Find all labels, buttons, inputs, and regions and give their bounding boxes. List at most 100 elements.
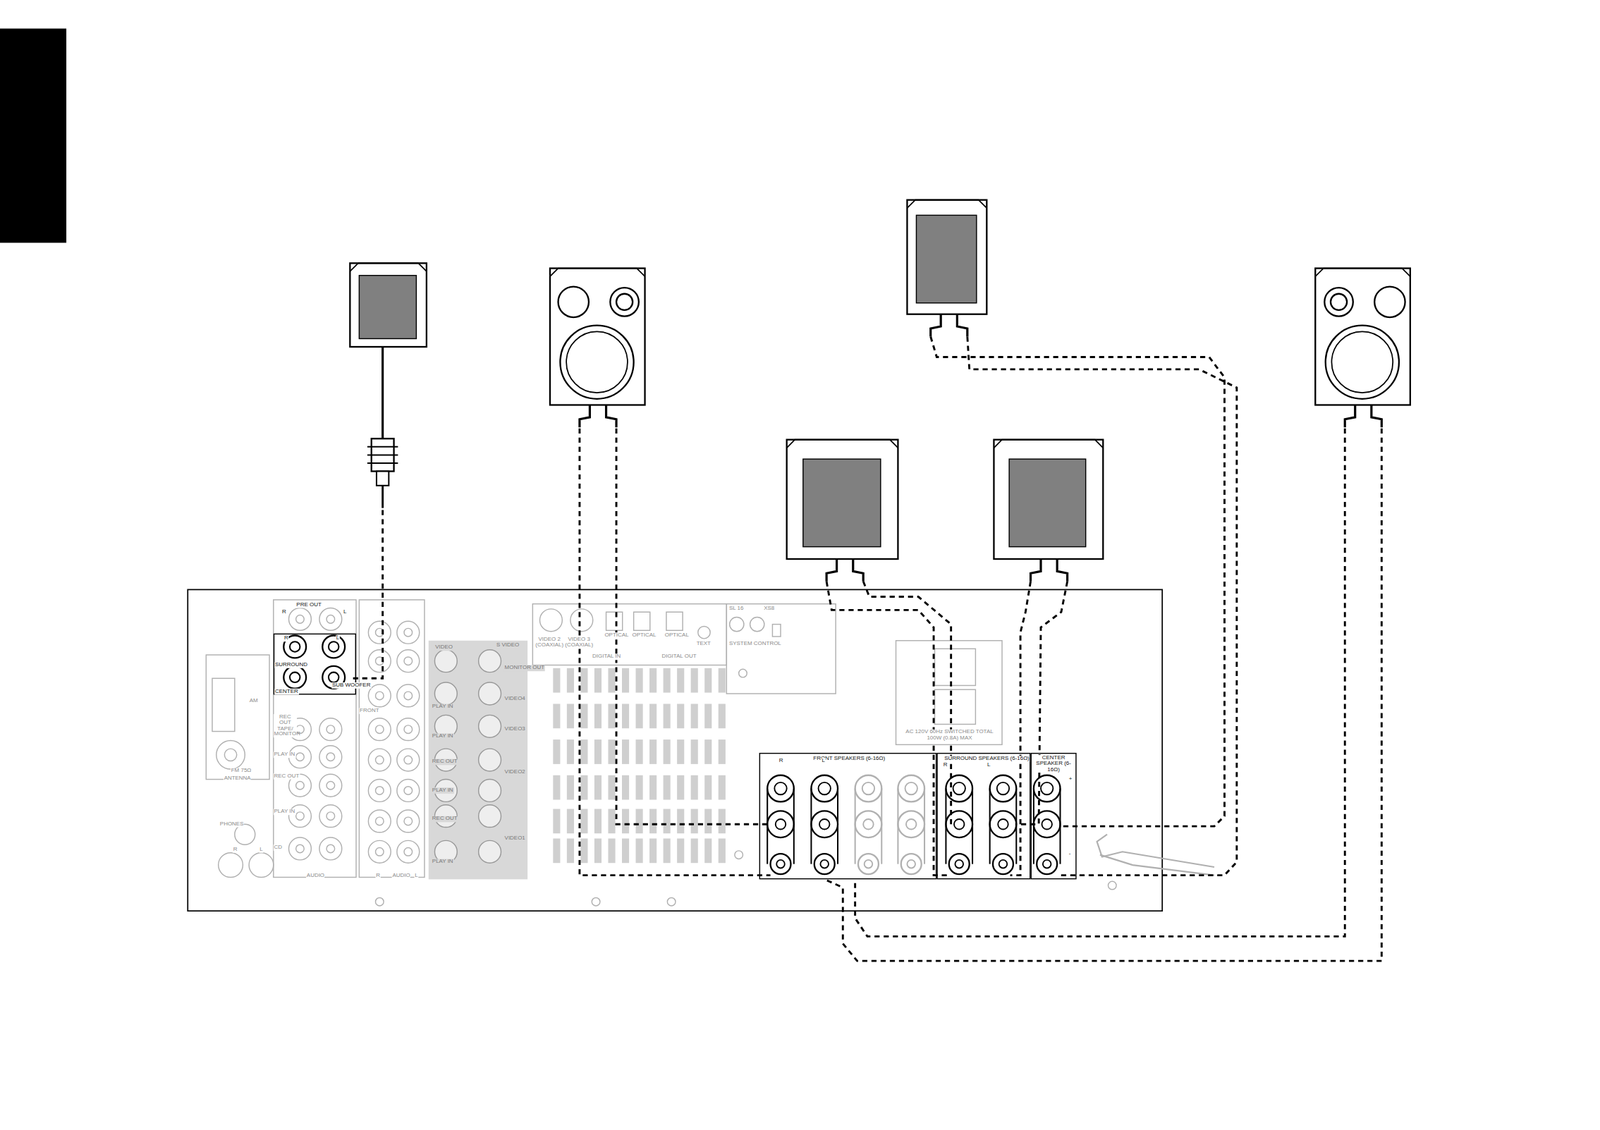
vent-slot [566,838,574,864]
screw [734,851,744,860]
subwoofer-cable [381,346,384,439]
vent-slot [718,668,726,694]
pre-out-core [328,641,339,652]
rca-core [326,812,335,821]
vent-slot [704,809,712,835]
rca-jack [397,810,420,833]
terminal-side [793,789,795,865]
terminal-base [858,853,879,875]
terminal-label: CENTER [274,688,299,695]
rca-jack [319,746,343,769]
vent-slot [649,739,657,765]
control-jack [750,617,765,632]
surround-grille [1009,459,1086,547]
panel-label: ANTENNA [223,775,252,782]
s-video-jack [478,715,502,738]
terminal-nut [1033,810,1061,838]
panel-label: DIGITAL OUT [661,654,698,661]
vent-slot [649,703,657,729]
terminal-hole [1040,782,1053,795]
panel-label: OPTICAL [631,632,658,639]
rca-jack [289,837,312,861]
speaker-lead [1030,559,1041,582]
rca-jack [289,607,312,631]
speaker-wire [855,428,1346,938]
rca-jack [397,779,420,803]
s-video-jack [478,748,502,772]
vent-slot [621,703,629,729]
surround-speaker [993,440,1103,560]
terminal-base [814,853,835,875]
panel-label: AC 120V 60Hz SWITCHED TOTAL 100W (0.8A) … [901,729,998,742]
panel-label: S VIDEO [495,643,520,649]
speaker-lead [826,559,837,582]
woofer-cone [1331,331,1393,393]
vent-slot [704,668,712,694]
terminal-side [810,789,812,865]
rca-jack [397,748,420,772]
s-video-jack [478,805,502,828]
vent-slot [552,838,560,864]
panel-label: AUDIO [392,873,412,880]
vent-slot [621,775,629,801]
plug-pin [381,485,384,509]
rca-jack [319,805,343,828]
vent-slot [594,739,602,765]
vent-slot [718,703,726,729]
panel-label: REC OUT TAPE/ MONITOR [273,714,297,738]
panel-label: SL 16 [728,606,744,613]
screw [739,669,748,678]
screw [1108,881,1117,890]
panel-label: MONITOR OUT [504,664,546,671]
terminal-nut [810,810,838,838]
terminal-label: R [283,636,289,642]
terminal-side [766,789,768,865]
terminal-label: L [342,609,347,615]
video-jack [434,682,457,706]
rca-jack [319,718,343,742]
vent-slot [649,775,657,801]
vent-slot [607,739,615,765]
panel-label: REC OUT [431,816,458,823]
rca-core [404,691,413,701]
s-video-jack [478,650,502,673]
terminal-nut [945,810,973,838]
panel-label: REC OUT [273,773,300,780]
terminal-hole [774,782,787,795]
terminal-nut-core [997,819,1008,830]
surround-speaker-top [786,440,899,449]
panel-label: AUDIO [306,873,326,880]
vent-slot [621,809,629,835]
terminal-side [944,789,947,865]
rca-core [404,628,413,637]
center-speaker-top [906,200,987,209]
terminal-label: + [1068,776,1073,783]
vent-slot [594,809,602,835]
terminal-nut-core [775,819,786,830]
speaker-lead [1057,559,1067,582]
woofer [1325,325,1400,400]
text-jack [698,626,711,639]
terminal-nut [990,810,1017,838]
vent-slot [649,668,657,694]
plug-ridge [367,446,398,448]
terminal-label: L [335,636,340,642]
vent-slot [580,668,588,694]
terminal-post [855,775,883,803]
rca-jack [368,779,391,803]
port [558,286,589,318]
s-video-jack [478,840,502,864]
terminal-base [949,853,970,875]
rca-core [296,615,305,625]
vent-slot [663,739,671,765]
terminal-side [896,789,899,865]
terminal-side [1015,789,1017,865]
speaker-wire [967,337,1237,876]
terminal-label: SURROUND [274,662,308,668]
tweeter [1324,287,1354,317]
tweeter-dome [1330,294,1347,311]
vent-slot [663,703,671,729]
speaker-wire [1015,581,1068,825]
terminal-post [897,775,925,803]
vent-slot [607,809,615,835]
